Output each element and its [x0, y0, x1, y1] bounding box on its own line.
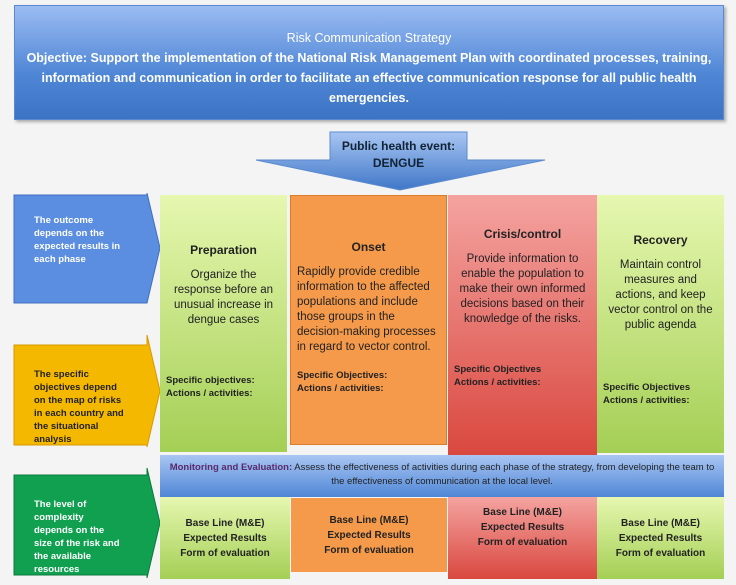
form-of-evaluation-text: Form of evaluation	[615, 547, 706, 559]
expected-results-text: Expected Results	[618, 532, 703, 544]
banner-title: Risk Communication Strategy	[286, 31, 452, 45]
event-label: Public health event: DENGUE	[330, 138, 467, 172]
monitoring-band: Monitoring and Evaluation: Assess the ef…	[160, 455, 724, 497]
phase-description: Organize the response before an unusual …	[173, 269, 274, 326]
phase-objectives: Specific objectives:	[166, 375, 255, 386]
baseline-text: Base Line (M&E)	[483, 507, 562, 518]
form-of-evaluation-text: Form of evaluation	[324, 544, 414, 556]
expected-results-text: Expected Results	[183, 532, 267, 544]
phase-title: Crisis/control	[483, 227, 562, 241]
phase-preparation: Preparation Organize the response before…	[160, 195, 287, 452]
phase-description: Provide information to enable the popula…	[459, 253, 586, 325]
phase-title: Recovery	[633, 233, 688, 247]
side-arrows	[13, 193, 161, 578]
phase-actions: Actions / activities:	[603, 395, 690, 406]
phase-title: Onset	[351, 240, 386, 254]
phase-objectives: Specific Objectives:	[297, 370, 388, 381]
phase-title: Preparation	[190, 243, 257, 257]
expected-results-text: Expected Results	[480, 522, 565, 533]
event-name: DENGUE	[372, 156, 425, 170]
side-note-complexity: The level of complexity depends on the s…	[34, 499, 120, 575]
phase-actions: Actions / activities:	[297, 383, 384, 394]
phase-recovery: Recovery Maintain control measures and a…	[597, 195, 724, 453]
expected-results-text: Expected Results	[327, 529, 411, 541]
phase-description: Maintain control measures and actions, a…	[608, 259, 713, 331]
phase-actions: Actions / activities:	[166, 388, 253, 399]
phase-actions: Actions / activities:	[454, 377, 541, 388]
phase-objectives: Specific Objectives	[603, 382, 691, 393]
event-arrow	[255, 131, 546, 191]
banner-objective: Objective: Support the implementation of…	[26, 51, 712, 105]
baseline-text: Base Line (M&E)	[621, 517, 700, 529]
monitoring-label: Monitoring and Evaluation:	[169, 462, 293, 473]
baseline-text: Base Line (M&E)	[185, 517, 265, 529]
event-label-text: Public health event:	[341, 139, 456, 153]
form-of-evaluation-text: Form of evaluation	[180, 547, 270, 559]
side-note-outcome: The outcome depends on the expected resu…	[34, 215, 121, 265]
phase-crisis-control: Crisis/control Provide information to en…	[448, 195, 597, 455]
monitoring-text: Assess the effectiveness of activities d…	[294, 462, 715, 487]
phase-onset: Onset Rapidly provide credible informati…	[290, 195, 447, 445]
phase-objectives: Specific Objectives	[454, 364, 542, 375]
form-of-evaluation-text: Form of evaluation	[477, 537, 568, 548]
side-note-objectives: The specific objectives depend on the ma…	[34, 369, 124, 445]
strategy-banner: Risk Communication Strategy Objective: S…	[14, 5, 724, 120]
phase-description: Rapidly provide credible information to …	[297, 266, 436, 353]
baseline-text: Base Line (M&E)	[329, 514, 409, 526]
